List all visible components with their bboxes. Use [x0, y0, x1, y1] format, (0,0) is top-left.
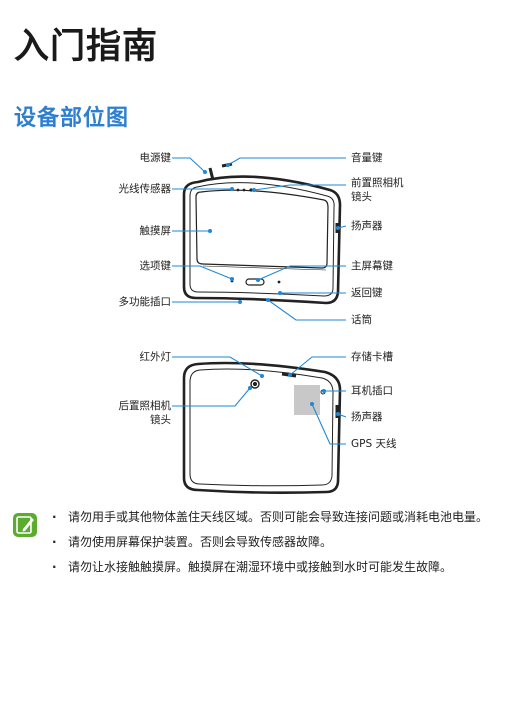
label-microphone: 话筒	[351, 314, 372, 326]
back-device-illustration	[182, 361, 342, 494]
back-leader-endpoints	[248, 373, 340, 416]
label-front-camera: 前置照相机 镜头	[351, 176, 404, 204]
device-layout-diagram	[172, 157, 347, 494]
label-touch-screen: 触摸屏	[139, 225, 172, 237]
front-leader-endpoints	[203, 163, 340, 304]
label-volume-key: 音量键	[351, 152, 383, 164]
note-item-antenna: 请勿用手或其他物体盖住天线区域。否则可能会导致连接问题或消耗电池电量。	[52, 508, 512, 526]
front-sensor-dots	[230, 188, 281, 284]
front-leader-lines	[172, 157, 347, 321]
note-item-water: 请勿让水接触触摸屏。触摸屏在潮湿环境中或接触到水时可能发生故障。	[52, 558, 512, 576]
label-front-camera-line1: 前置照相机	[351, 177, 404, 189]
label-front-speaker: 扬声器	[351, 220, 383, 232]
label-option-key: 选项键	[139, 260, 172, 272]
label-home-key: 主屏幕键	[351, 260, 393, 272]
notes-list: 请勿用手或其他物体盖住天线区域。否则可能会导致连接问题或消耗电池电量。 请勿使用…	[52, 508, 512, 583]
page-title: 入门指南	[14, 27, 159, 67]
label-power-key: 电源键	[139, 152, 172, 164]
back-gps-antenna-area	[294, 385, 320, 415]
label-back-speaker: 扬声器	[351, 411, 383, 423]
note-icon	[13, 513, 37, 537]
label-rear-camera-line2: 镜头	[150, 414, 171, 426]
label-back-key: 返回键	[351, 287, 383, 299]
label-light-sensor: 光线传感器	[118, 183, 172, 195]
label-rear-camera: 后置照相机 镜头	[119, 399, 172, 427]
label-rear-camera-line1: 后置照相机	[118, 400, 172, 412]
label-multi-port: 多功能插口	[118, 296, 172, 308]
back-leader-lines	[172, 356, 347, 445]
note-item-screen-protector: 请勿使用屏幕保护装置。否则会导致传感器故障。	[52, 533, 512, 551]
label-earphone-jack: 耳机插口	[351, 385, 393, 397]
label-memory-slot: 存储卡槽	[351, 351, 393, 363]
label-gps-antenna: GPS 天线	[351, 438, 397, 450]
section-title: 设备部位图	[14, 106, 130, 131]
label-ir-led: 红外灯	[139, 351, 172, 363]
label-front-camera-line2: 镜头	[351, 191, 372, 203]
